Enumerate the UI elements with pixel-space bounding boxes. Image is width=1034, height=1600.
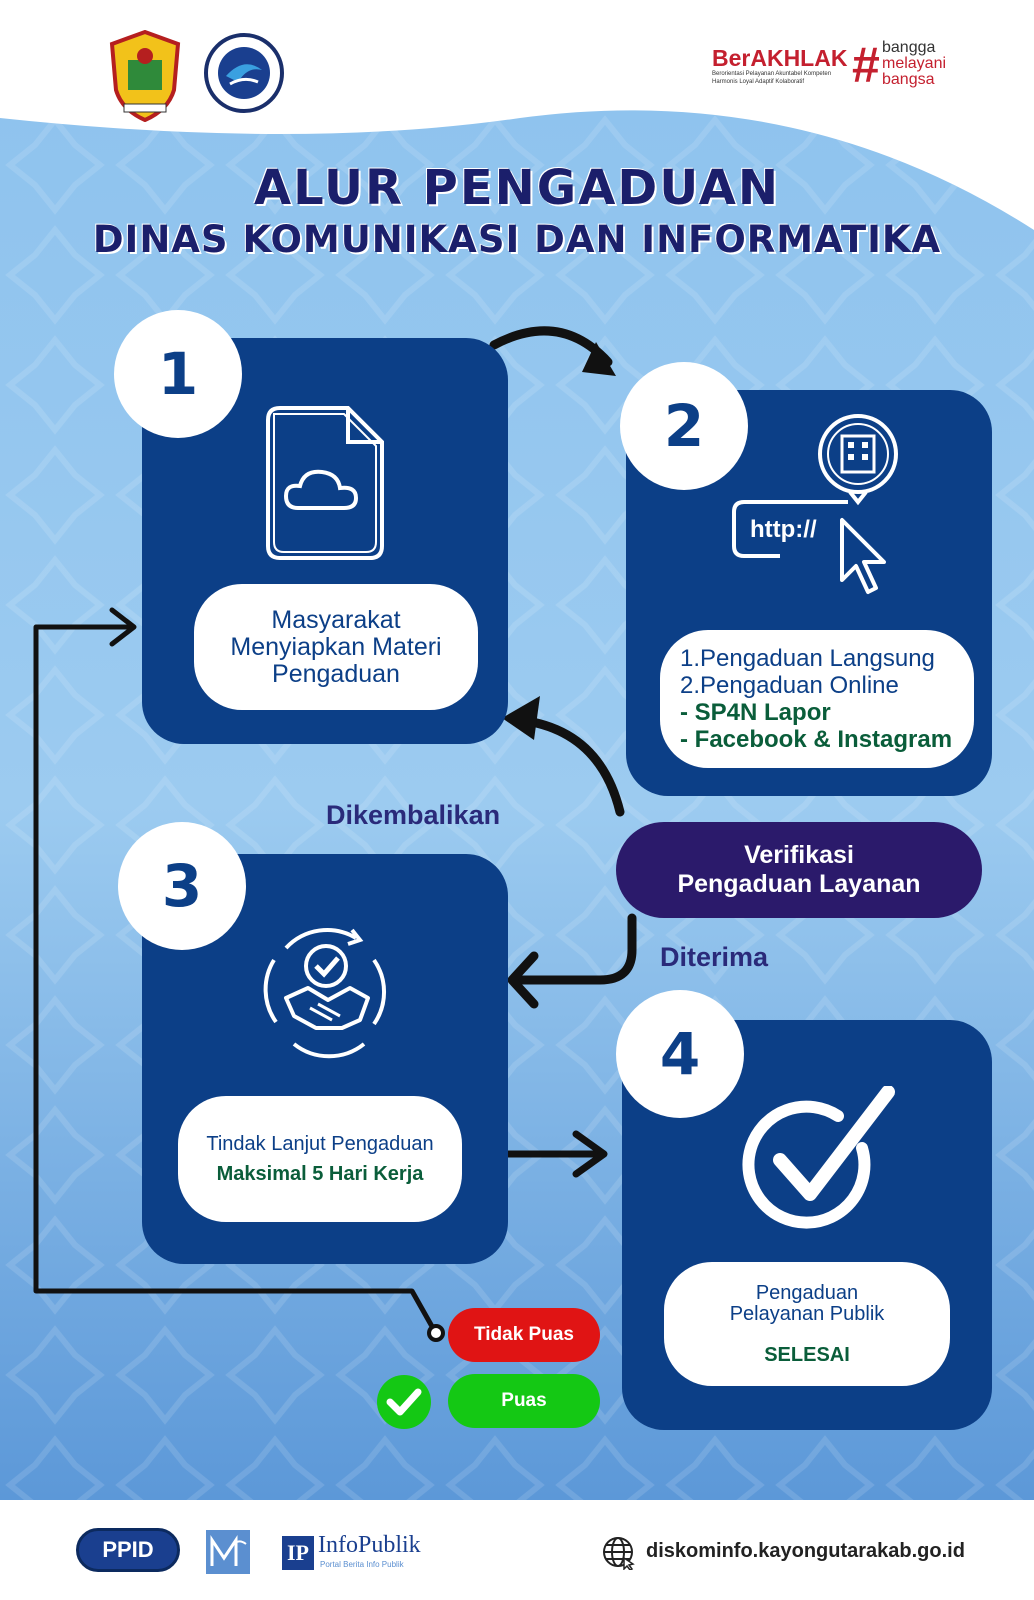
arrow-not-satisfied-loop [33, 624, 437, 1332]
bangga-text: bangga [882, 39, 936, 56]
infopublik-logo: IP InfoPublik Portal Berita Info Publik [282, 1532, 422, 1576]
regency-emblem-logo [108, 29, 182, 123]
verification-line-1: Verifikasi [744, 841, 854, 869]
step-2-line-3: - SP4N Lapor [680, 699, 831, 726]
arrow-accepted [515, 913, 637, 985]
infopublik-subtitle: Portal Berita Info Publik [320, 1560, 404, 1569]
cloud-document-icon [264, 404, 386, 562]
melayani-text: melayani [882, 55, 947, 72]
web-building-icon [730, 412, 900, 598]
step-1-number: 1 [114, 310, 242, 438]
step-2-line-2: 2.Pengaduan Online [680, 672, 899, 699]
page-title: ALUR PENGADUAN [253, 160, 781, 216]
step-4-line-1: Pengaduan [755, 1281, 859, 1304]
step-2-number: 2 [620, 362, 748, 490]
step-1-line-2: Menyiapkan Materi [230, 632, 442, 661]
step-1-line-1: Masyarakat [271, 605, 401, 634]
satisfied-badge: Puas [448, 1374, 600, 1428]
step-4-description: Pengaduan Pelayanan Publik SELESAI [664, 1262, 950, 1386]
ppid-text: PPID [102, 1537, 154, 1562]
ip-icon: IP [282, 1536, 314, 1570]
handshake-check-icon [256, 920, 396, 1060]
step-4-line-2: Pelayanan Publik [729, 1302, 885, 1325]
step-4-status: SELESAI [764, 1343, 850, 1366]
step-1-description: Masyarakat Menyiapkan Materi Pengaduan [194, 584, 478, 710]
step-3-number: 3 [118, 822, 246, 950]
bangga-melayani-bangsa-logo: bangga melayani bangsa [882, 40, 962, 88]
accepted-label: Diterima [660, 942, 769, 972]
page-subtitle: DINAS KOMUNIKASI DAN INFORMATIKA [92, 218, 942, 261]
step-3-line-1: Tindak Lanjut Pengaduan [206, 1133, 434, 1155]
arrow-returned [515, 715, 625, 817]
checkmark-icon [740, 1085, 900, 1232]
hashtag-icon: # [852, 37, 880, 93]
url-text: http:// [750, 516, 817, 543]
step-2-line-4: - Facebook & Instagram [680, 726, 953, 753]
ppid-logo: PPID [76, 1528, 180, 1572]
mc-logo [206, 1530, 250, 1574]
globe-icon [602, 1536, 636, 1571]
step-4-number: 4 [616, 990, 744, 1118]
satisfied-check-icon [376, 1374, 432, 1430]
step-3-line-2: Maksimal 5 Hari Kerja [216, 1163, 424, 1185]
step-2-description: 1.Pengaduan Langsung 2.Pengaduan Online … [660, 630, 974, 768]
step-2-line-1: 1.Pengaduan Langsung [680, 645, 935, 672]
bangsa-text: bangsa [882, 71, 935, 88]
not-satisfied-badge: Tidak Puas [448, 1308, 600, 1362]
infopublik-text: InfoPublik [318, 1532, 421, 1558]
berakhlak-logo: BerAKHLAK Berorientasi Pelayanan Akuntab… [712, 46, 852, 90]
verification-line-2: Pengaduan Layanan [677, 870, 921, 898]
berakhlak-wordmark: BerAKHLAK [712, 45, 848, 71]
returned-label: Dikembalikan [326, 800, 501, 830]
step-3-description: Tindak Lanjut Pengaduan Maksimal 5 Hari … [178, 1096, 462, 1222]
diskominfo-logo [204, 30, 284, 116]
berakhlak-tagline-1: Berorientasi Pelayanan Akuntabel Kompete… [712, 71, 832, 77]
step-1-line-3: Pengaduan [272, 659, 400, 688]
verification-box: Verifikasi Pengaduan Layanan [616, 822, 982, 918]
berakhlak-tagline-2: Harmonis Loyal Adaptif Kolaboratif [712, 79, 805, 85]
website-url: diskominfo.kayongutarakab.go.id [646, 1540, 965, 1562]
